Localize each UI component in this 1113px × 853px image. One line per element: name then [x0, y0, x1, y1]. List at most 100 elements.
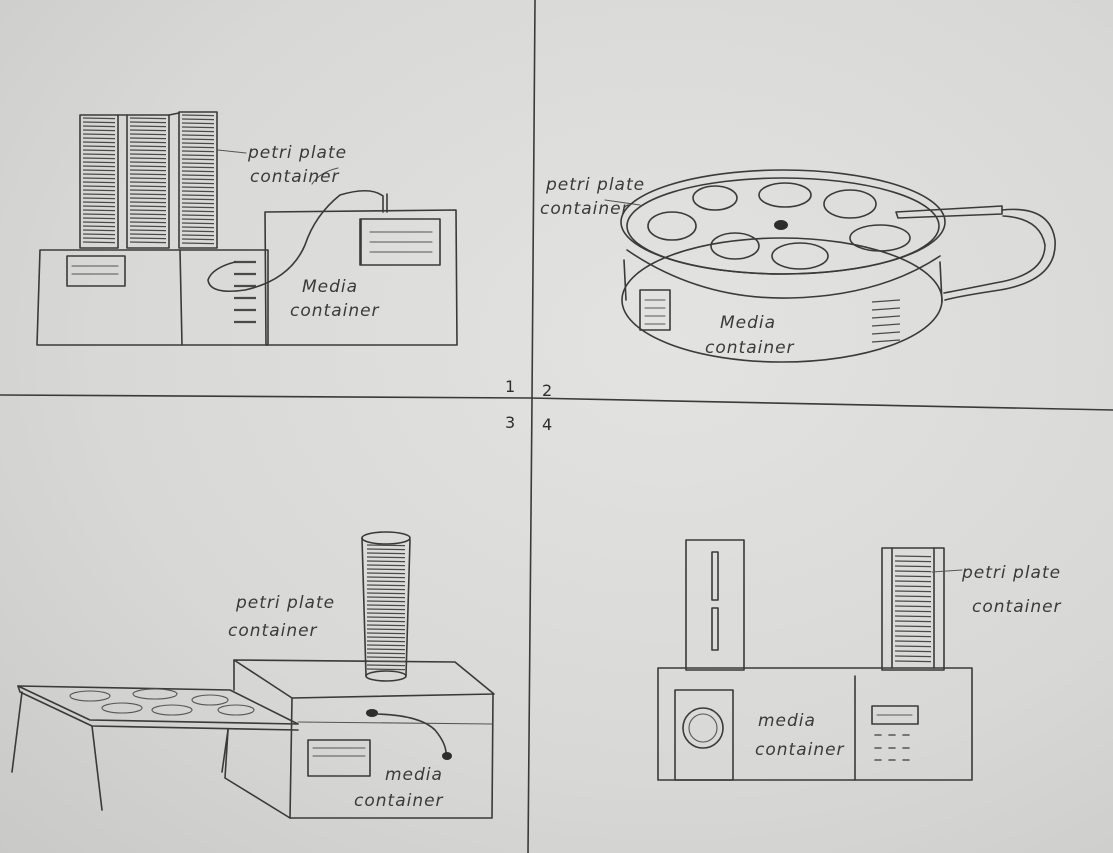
hatch-stroke: [367, 557, 405, 558]
hatch-stroke: [130, 118, 166, 119]
hatch-stroke: [367, 601, 405, 602]
hatch-stroke: [367, 605, 405, 606]
hatch-stroke: [367, 621, 405, 622]
hatch-stroke: [367, 657, 405, 658]
hatch-stroke: [182, 243, 214, 244]
hatch-stroke: [130, 166, 166, 167]
hatch-stroke: [367, 669, 405, 670]
hatch-stroke: [83, 202, 115, 203]
hatch-stroke: [367, 613, 405, 614]
hatch-stroke: [130, 138, 166, 139]
hatch-stroke: [895, 611, 931, 612]
hatch-stroke: [83, 218, 115, 219]
keypad: [875, 735, 909, 760]
hatch-stroke: [130, 122, 166, 123]
hatch-stroke: [367, 589, 405, 590]
hatch-stroke: [83, 186, 115, 187]
hatch-stroke: [367, 597, 405, 598]
hatch-stroke: [130, 222, 166, 223]
hatch-stroke: [130, 198, 166, 199]
hatch-stroke: [83, 238, 115, 239]
hatch-stroke: [83, 150, 115, 151]
hatch-stroke: [130, 202, 166, 203]
hatch-stroke: [83, 158, 115, 159]
hatch-stroke: [182, 175, 214, 176]
hatch-stroke: [83, 166, 115, 167]
sketch-4: petri plate container media container: [658, 540, 1062, 780]
hatch-stroke: [182, 147, 214, 148]
hatch-stroke: [367, 553, 405, 554]
quadrant-number-2: 2: [542, 381, 552, 400]
sketch1-label-media-container: container: [290, 301, 380, 321]
sketch-3: petri plate container media container: [12, 532, 494, 818]
hatch-stroke: [130, 146, 166, 147]
hatch-stroke: [182, 171, 214, 172]
quadrant-number-3: 3: [505, 413, 515, 432]
hatch-stroke: [367, 593, 405, 594]
hatch-stroke: [367, 561, 405, 562]
hatch-stroke: [130, 226, 166, 227]
hatch-stroke: [182, 207, 214, 208]
hatch-stroke: [182, 211, 214, 212]
hatch-stroke: [895, 566, 931, 567]
hatch-stroke: [367, 569, 405, 570]
hatch-stroke: [130, 126, 166, 127]
hatch-stroke: [182, 127, 214, 128]
hatch-stroke: [367, 645, 405, 646]
hatch-stroke: [895, 636, 931, 637]
hatch-stroke: [83, 190, 115, 191]
hatch-stroke: [83, 170, 115, 171]
hatch-stroke: [83, 118, 115, 119]
sketch-1: petri plate container Media container: [37, 112, 457, 345]
hatch-stroke: [83, 194, 115, 195]
hatch-stroke: [83, 122, 115, 123]
hatch-stroke: [83, 174, 115, 175]
hatch-stroke: [182, 235, 214, 236]
sketch3-label-media: media: [385, 765, 443, 785]
hatch-stroke: [367, 625, 405, 626]
hatch-stroke: [130, 230, 166, 231]
hatch-stroke: [182, 115, 214, 116]
quadrant-number-1: 1: [505, 377, 515, 396]
hatch-stroke: [367, 545, 405, 546]
hatch-stroke: [83, 230, 115, 231]
hatch-stroke: [182, 191, 214, 192]
hatch-stroke: [367, 617, 405, 618]
hatch-stroke: [895, 571, 931, 572]
hatch-stroke: [895, 626, 931, 627]
hatch-stroke: [182, 179, 214, 180]
hatch-stroke: [895, 606, 931, 607]
hatch-stroke: [367, 637, 405, 638]
hatch-stroke: [182, 239, 214, 240]
hatch-stroke: [130, 162, 166, 163]
hatch-stroke: [182, 155, 214, 156]
sketch1-label-petri-plate: petri plate: [247, 143, 347, 163]
hatch-stroke: [83, 210, 115, 211]
hatch-stroke: [130, 182, 166, 183]
hatch-stroke: [895, 576, 931, 577]
quadrant-number-4: 4: [542, 415, 552, 434]
hatch-stroke: [130, 242, 166, 243]
hatch-stroke: [83, 130, 115, 131]
hatch-stroke: [182, 183, 214, 184]
sketch4-label-petri-plate: petri plate: [961, 563, 1061, 583]
hatch-stroke: [83, 134, 115, 135]
hatch-stroke: [895, 591, 931, 592]
hatch-stroke: [367, 565, 405, 566]
sketch3-label-petri-plate: petri plate: [235, 593, 335, 613]
hatch-stroke: [83, 234, 115, 235]
slot-tower: [686, 540, 744, 670]
plate-holes: [648, 183, 910, 269]
hatch-stroke: [895, 661, 931, 662]
hatch-stroke: [130, 142, 166, 143]
hatch-stroke: [182, 139, 214, 140]
petri-plate-tower: [882, 548, 944, 670]
sketch3-label-media-container: container: [354, 791, 444, 811]
hatch-stroke: [895, 621, 931, 622]
hatch-stroke: [367, 661, 405, 662]
hatch-stroke: [895, 641, 931, 642]
hatch-stroke: [182, 199, 214, 200]
sketch1-label-media: Media: [302, 277, 358, 297]
hatch-stroke: [895, 631, 931, 632]
